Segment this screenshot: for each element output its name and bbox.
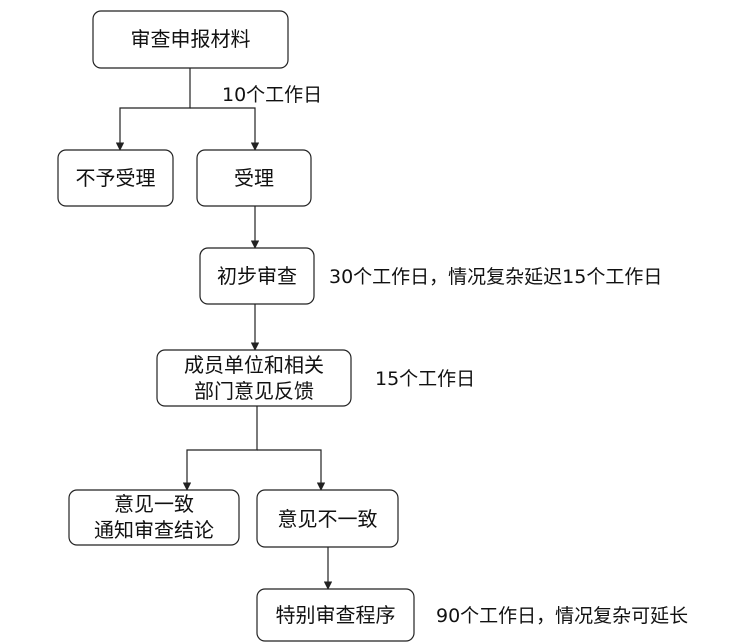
node-reject-label: 不予受理 <box>76 166 156 190</box>
connectors <box>115 68 333 590</box>
connector-review-accept <box>190 107 260 151</box>
note-10-days: 10个工作日 <box>222 84 322 106</box>
node-review-label: 审查申报材料 <box>131 27 251 51</box>
node-agree-line-1: 意见一致 <box>114 492 194 516</box>
node-feedback-line-1: 成员单位和相关 <box>184 353 324 377</box>
node-disagree-label: 意见不一致 <box>278 507 378 531</box>
node-feedback: 成员单位和相关 部门意见反馈 <box>156 349 352 407</box>
node-feedback-line-2: 部门意见反馈 <box>194 379 314 403</box>
connector-review-split <box>115 68 191 151</box>
node-accept-label: 受理 <box>234 166 274 190</box>
node-special-label: 特别审查程序 <box>276 603 396 627</box>
note-15-days: 15个工作日 <box>375 368 475 390</box>
connector-feedback-disagree <box>257 449 326 491</box>
note-30-days: 30个工作日，情况复杂延迟15个工作日 <box>329 266 662 288</box>
node-agree: 意见一致 通知审查结论 <box>68 489 240 546</box>
node-special: 特别审查程序 <box>256 588 415 642</box>
node-review: 审查申报材料 <box>92 10 289 69</box>
node-initial-label: 初步审查 <box>217 264 297 288</box>
node-agree-line-2: 通知审查结论 <box>94 518 214 542</box>
node-reject: 不予受理 <box>57 149 174 207</box>
node-accept: 受理 <box>196 149 312 207</box>
connector-feedback-split <box>182 406 258 491</box>
note-90-days: 90个工作日，情况复杂可延长 <box>436 605 688 627</box>
node-disagree: 意见不一致 <box>256 489 399 548</box>
node-initial: 初步审查 <box>199 247 315 305</box>
